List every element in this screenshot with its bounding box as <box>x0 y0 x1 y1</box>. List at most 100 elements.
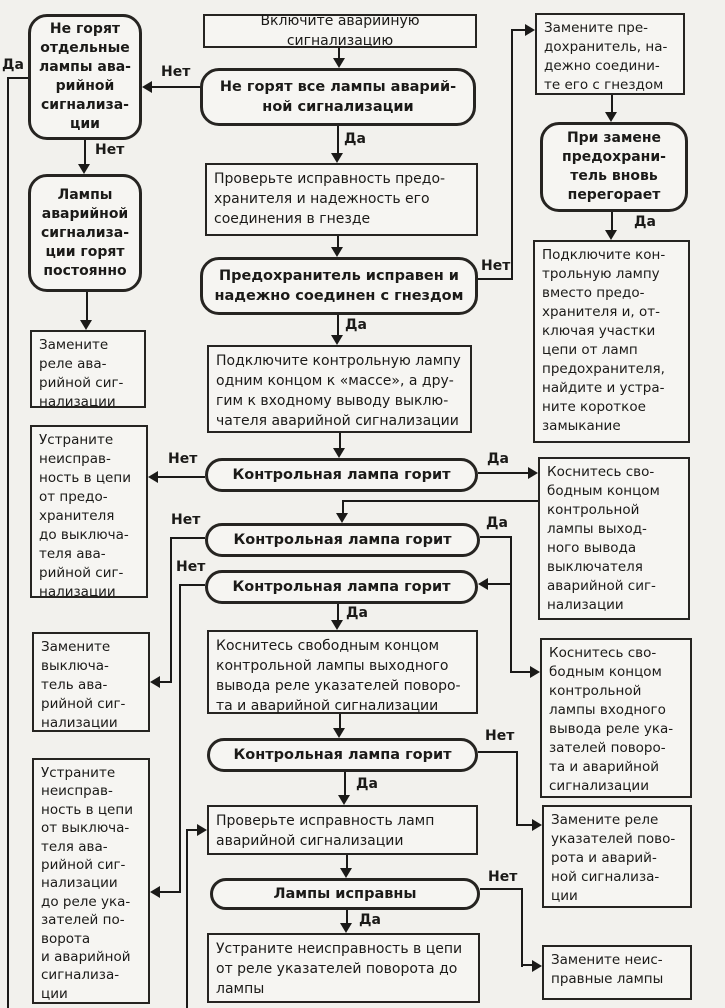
connector-segment <box>160 891 179 893</box>
arrowhead-down <box>333 448 345 458</box>
label-no: Нет <box>168 451 198 467</box>
node-replace-fuse: Замените пре- дохранитель, на- дежно сое… <box>535 13 685 95</box>
connector-segment <box>523 964 532 966</box>
arrowhead-left <box>142 81 152 93</box>
node-test-lamp-lit-4: Контрольная лампа горит <box>207 738 478 772</box>
label-no: Нет <box>171 512 201 528</box>
label-no: Нет <box>161 64 191 80</box>
node-fix-circuit-fuse-to-switch: Устраните неисправ- ность в цепи от пред… <box>30 425 148 600</box>
node-check-lamps: Проверьте исправность ламп аварийной сиг… <box>207 805 478 855</box>
connector-segment <box>339 714 341 728</box>
arrowhead-down <box>333 728 345 738</box>
label-yes: Да <box>634 214 656 230</box>
label-yes: Да <box>487 451 509 467</box>
connector-segment <box>7 77 9 1008</box>
arrowhead-left <box>150 676 160 688</box>
label-yes: Да <box>356 776 378 792</box>
connector-segment <box>511 29 513 280</box>
connector-segment <box>186 829 188 1008</box>
node-connect-test-lamp: Подключите контрольную лампу одним концо… <box>207 345 472 433</box>
connector-segment <box>510 536 512 673</box>
connector-segment <box>478 472 528 474</box>
connector-segment <box>170 537 172 683</box>
connector-segment <box>337 604 339 620</box>
label-yes: Да <box>486 515 508 531</box>
label-yes: Да <box>346 605 368 621</box>
arrowhead-down <box>78 164 90 174</box>
node-fix-circuit-switch-to-relay: Устраните неисправ- ность в цепи от выкл… <box>32 758 150 1004</box>
node-test-lamp-lit-2: Контрольная лампа горит <box>205 523 480 557</box>
connector-segment <box>337 236 339 247</box>
node-fix-circuit-relay-to-lamps: Устраните неисправность в цепи от реле у… <box>207 933 480 1003</box>
arrowhead-down <box>331 620 343 630</box>
arrowhead-right <box>532 960 542 972</box>
connector-segment <box>160 681 172 683</box>
node-test-lamp-lit-3: Контрольная лампа горит <box>205 570 478 604</box>
connector-segment <box>488 583 512 585</box>
node-lamps-ok-question: Лампы исправны <box>210 878 480 910</box>
arrowhead-right <box>197 824 207 836</box>
connector-segment <box>480 536 512 538</box>
connector-segment <box>478 278 513 280</box>
node-touch-switch-output: Коснитесь сво- бодным концом контрольной… <box>538 457 690 620</box>
arrowhead-down <box>605 230 617 240</box>
connector-segment <box>512 671 530 673</box>
node-turn-on-hazard: Включите аварийную сигнализацию <box>203 13 477 49</box>
arrowhead-left <box>148 471 158 483</box>
connector-segment <box>480 888 523 890</box>
connector-segment <box>513 29 525 31</box>
connector-segment <box>344 772 346 795</box>
label-yes: Да <box>345 317 367 333</box>
arrowhead-down <box>331 335 343 345</box>
node-fuse-ok-question: Предохранитель исправен и надежно соедин… <box>200 257 478 315</box>
connector-segment <box>84 140 86 164</box>
connector-segment <box>337 315 339 335</box>
label-yes: Да <box>2 57 24 73</box>
label-no: Нет <box>485 728 515 744</box>
connector-segment <box>611 212 613 230</box>
connector-segment <box>611 95 613 112</box>
arrowhead-left <box>478 578 488 590</box>
arrowhead-right <box>532 819 542 831</box>
arrowhead-down <box>338 795 350 805</box>
connector-segment <box>346 910 348 923</box>
connector-segment <box>342 500 344 513</box>
connector-segment <box>346 855 348 868</box>
node-fuse-blows-again: При замене предохрани- тель вновь перего… <box>540 122 688 212</box>
label-no: Нет <box>176 559 206 575</box>
node-check-fuse: Проверьте исправность предо- хранителя и… <box>205 163 478 236</box>
connector-segment <box>521 888 523 967</box>
arrowhead-down <box>605 112 617 122</box>
connector-segment <box>478 751 518 753</box>
arrowhead-left <box>150 886 160 898</box>
node-individual-lamps-out: Не горят отдельные лампы ава- рийной сиг… <box>28 14 142 140</box>
node-replace-faulty-lamps: Замените неис- правные лампы <box>542 945 692 1000</box>
connector-segment <box>158 476 205 478</box>
connector-segment <box>339 433 341 448</box>
arrowhead-down <box>80 320 92 330</box>
arrowhead-down <box>331 153 343 163</box>
label-yes: Да <box>359 912 381 928</box>
node-find-short-circuit: Подключите кон- трольную лампу вместо пр… <box>533 240 690 443</box>
node-replace-turn-relay: Замените реле указателей пово- рота и ав… <box>542 805 692 908</box>
label-no: Нет <box>95 142 125 158</box>
arrowhead-right <box>528 467 538 479</box>
connector-segment <box>180 584 205 586</box>
node-all-lamps-out: Не горят все лампы аварий- ной сигнализа… <box>200 68 476 126</box>
arrowhead-down <box>333 58 345 68</box>
arrowhead-down <box>340 868 352 878</box>
arrowhead-down <box>340 923 352 933</box>
node-replace-hazard-relay: Замените реле ава- рийной сиг- нализации <box>30 330 146 410</box>
connector-segment <box>338 48 340 60</box>
node-lamps-always-on: Лампы аварийной сигнализа- ции горят пос… <box>28 174 142 292</box>
connector-segment <box>343 500 538 502</box>
arrowhead-right <box>530 666 540 678</box>
node-test-lamp-lit-1: Контрольная лампа горит <box>205 458 478 492</box>
connector-segment <box>86 292 88 320</box>
connector-segment <box>516 751 518 826</box>
connector-segment <box>8 77 28 79</box>
label-no: Нет <box>481 258 511 274</box>
connector-segment <box>179 584 181 893</box>
arrowhead-down <box>331 247 343 257</box>
